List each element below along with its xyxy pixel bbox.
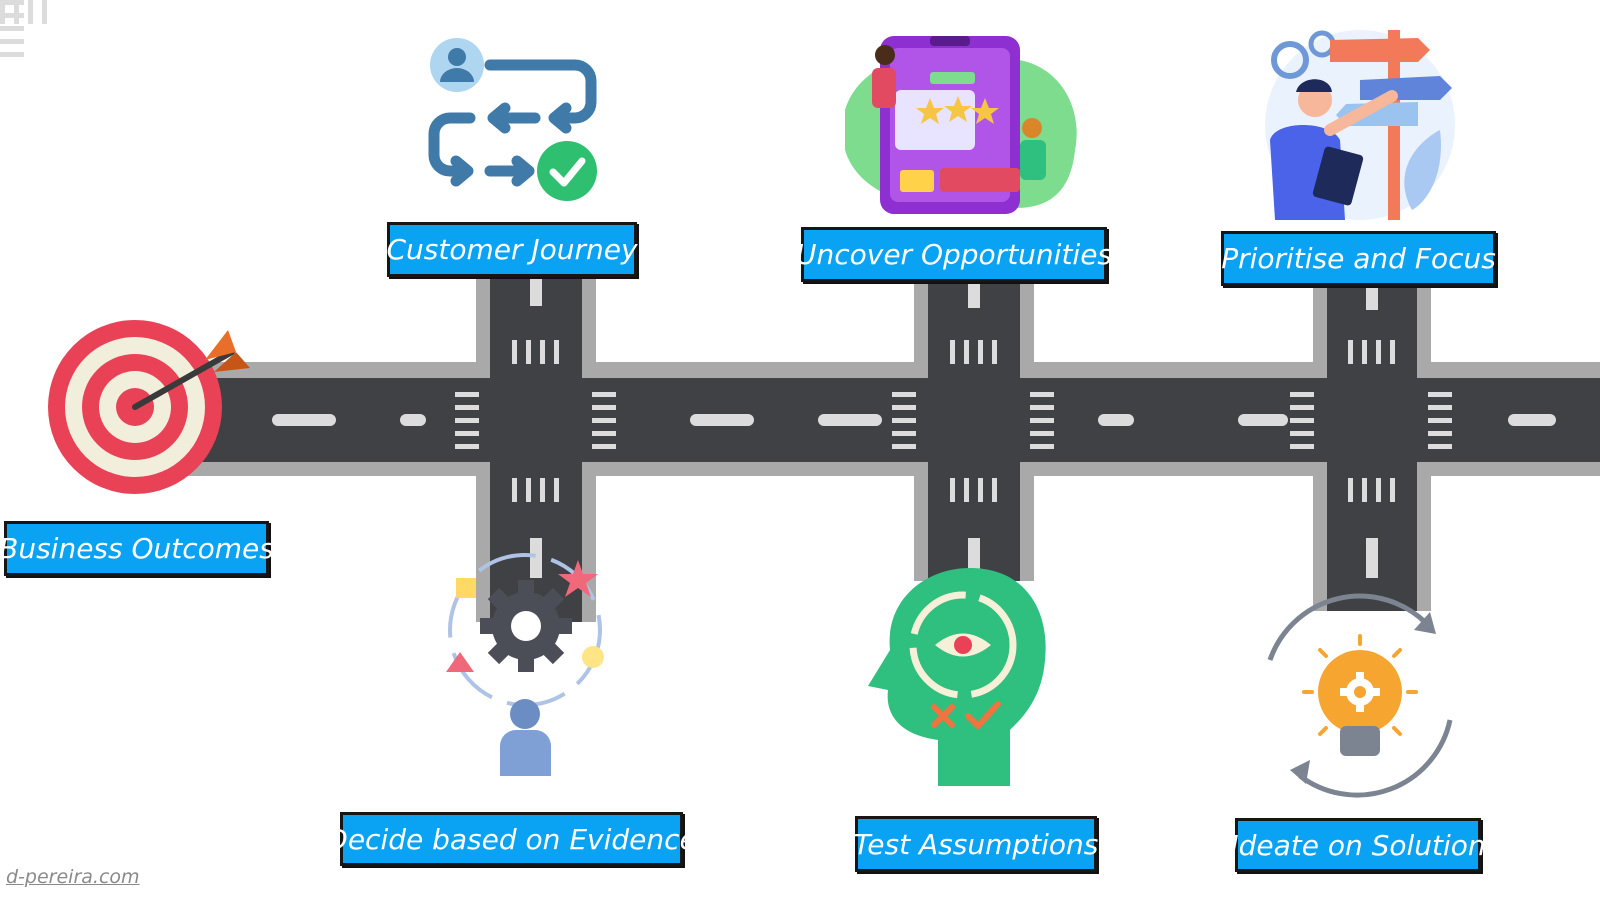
label-ideate-on-solution: Ideate on Solution [1230,818,1486,872]
phone-reviews-icon [845,36,1077,214]
label-business-outcomes: Business Outcomes [0,521,274,576]
brain-icon [868,568,1046,786]
label-test-assumptions: Test Assumptions [854,816,1098,872]
lightbulb-icon [1267,593,1453,798]
road-network [0,0,1600,622]
watermark: d-pereira.com [6,866,140,888]
decision-gear-icon [446,553,604,776]
label-customer-journey: Customer Journey [386,222,638,277]
label-prioritise-and-focus: Prioritise and Focus [1221,231,1496,286]
label-uncover-opportunities: Uncover Opportunities [796,227,1112,282]
label-decide-based-on-evidence: Decide based on Evidence [326,812,697,866]
target-icon [48,320,250,494]
signpost-icon [1265,30,1455,220]
crosswalks [0,0,1452,502]
flow-icon [428,38,597,201]
